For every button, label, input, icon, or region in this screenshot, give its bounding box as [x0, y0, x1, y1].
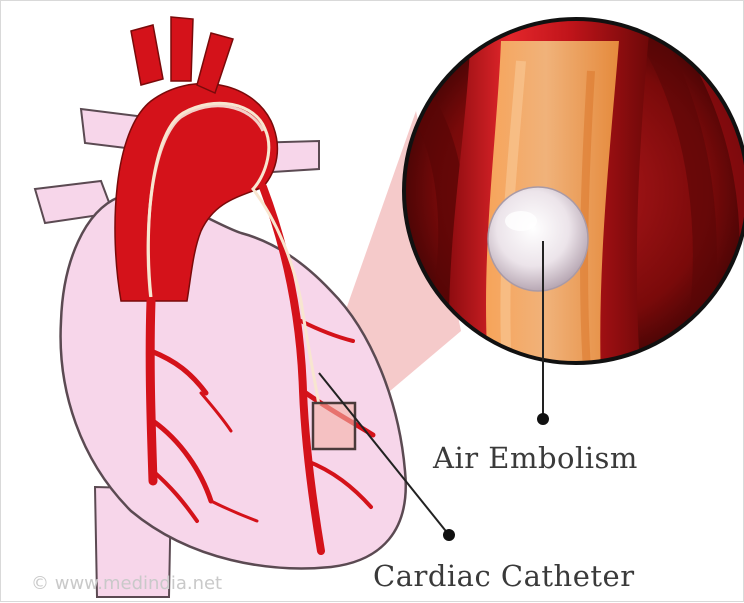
cardiac-catheter-label: Cardiac Catheter	[373, 559, 635, 593]
air-embolism-label: Air Embolism	[433, 441, 638, 475]
watermark: © www.medindia.net	[31, 573, 222, 594]
